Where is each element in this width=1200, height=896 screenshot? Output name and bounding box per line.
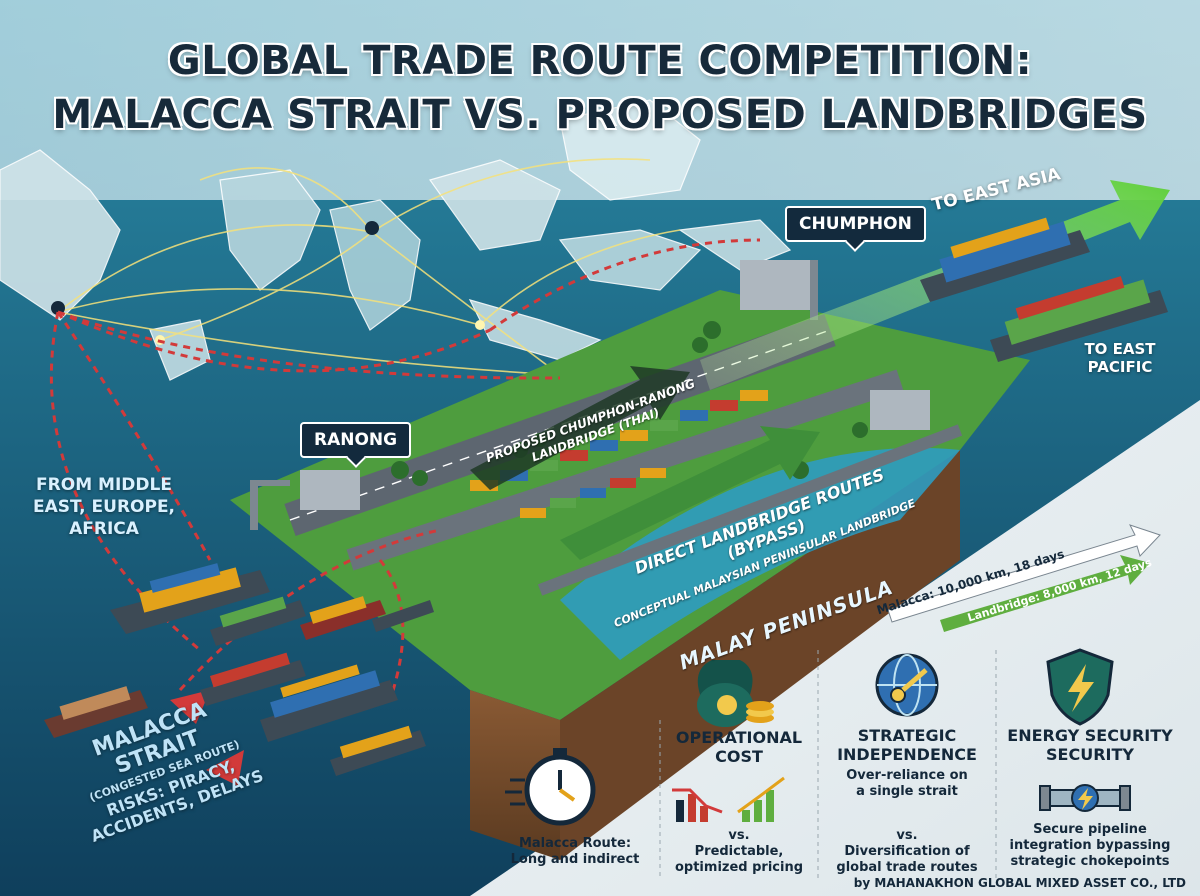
panel-cost-title2: COST [715,747,763,766]
panel-energy-title2: SECURITY [1046,745,1134,764]
origin-line1: FROM MIDDLE [36,475,172,495]
panel-cost-text: vs. Predictable, optimized pricing [664,828,814,876]
ship [920,217,1090,302]
map-pin-icon [365,221,379,235]
origin-line3: AFRICA [69,519,139,539]
rail-containers [470,390,768,518]
ship [372,600,434,632]
panel-strategic-title1: STRATEGIC [857,726,957,745]
panel-cost-text2: Predictable, [694,844,784,859]
panel-strategic-text5: global trade routes [836,860,978,875]
panel-strategic-text4: Diversification of [844,844,970,859]
panel-strategic-more: vs. Diversification of global trade rout… [822,828,992,876]
page-title-line2: MALACCA STRAIT VS. PROPOSED LANDBRIDGES [52,92,1148,138]
ship [210,596,306,646]
globe-key-icon [875,653,939,717]
footer-credit: by MAHANAKHON GLOBAL MIXED ASSET CO., LT… [853,876,1186,890]
panel-operational-cost: OPERATIONAL COST [664,728,814,766]
origin-line2: EAST, EUROPE, [32,497,176,517]
map-pins [51,221,565,380]
ship [330,725,426,776]
panel-route-length: Malacca Route: Long and indirect [500,836,650,868]
route-arrows [170,690,244,786]
shield-bolt-icon [1046,648,1114,726]
panel-cost-text3: optimized pricing [674,860,804,875]
trade-lines [57,158,681,376]
map-pin-icon [51,301,65,315]
bar-chart-up-icon [737,776,785,822]
panel-energy-security: ENERGY SECURITY SECURITY [1000,726,1180,764]
ship [44,686,148,738]
money-bag-icon [697,660,774,727]
port-cranes [250,260,930,530]
ship [110,563,270,634]
stopwatch-icon [505,748,596,826]
panel-energy-title1: ENERGY SECURITY [1007,726,1173,745]
chumphon-tag: CHUMPHON [785,206,926,242]
panel-strategic-text1: Over-reliance on [846,768,968,783]
panel-energy-text1: Secure pipeline [1033,822,1147,837]
distance-comparison [887,524,1161,632]
pipeline-icon [1039,784,1131,812]
panel-energy-text: Secure pipeline integration bypassing st… [1000,822,1180,870]
panel-strategic-text2: a single strait [856,784,958,799]
to-east-pacific-line1: TO EAST [1084,340,1156,358]
ranong-tag: RANONG [300,422,412,458]
panel-energy-text3: strategic chokepoints [1010,854,1170,869]
panel-cost-title1: OPERATIONAL [675,728,803,747]
panel-route-text2: Long and indirect [510,852,640,867]
panel-route-text1: Malacca Route: [518,836,632,851]
bar-chart-down-icon [672,788,723,822]
page-title: GLOBAL TRADE ROUTE COMPETITION: [167,38,1033,84]
panel-dividers [659,650,997,880]
arrow-left-icon [206,750,244,786]
panel-strategic-independence: STRATEGIC INDEPENDENCE Over-reliance on … [822,726,992,800]
to-east-pacific-line2: PACIFIC [1087,358,1153,376]
arrow-direct-icon [560,426,820,560]
arrow-proposed-icon [470,366,690,490]
origin-label: FROM MIDDLE EAST, EUROPE, AFRICA [14,474,194,540]
ship [260,664,398,742]
ship [990,276,1168,362]
to-east-pacific-label: TO EAST PACIFIC [1080,340,1160,376]
panel-cost-text1: vs. [728,828,750,843]
arrow-left-icon [170,690,210,724]
ship [200,652,306,706]
ship [300,596,386,640]
glow-dot [475,320,485,330]
panel-strategic-text3: vs. [896,828,918,843]
panel-strategic-title2: INDEPENDENCE [837,745,977,764]
panel-energy-text2: integration bypassing [1009,838,1171,853]
trees [391,321,868,486]
ships [44,217,1168,776]
